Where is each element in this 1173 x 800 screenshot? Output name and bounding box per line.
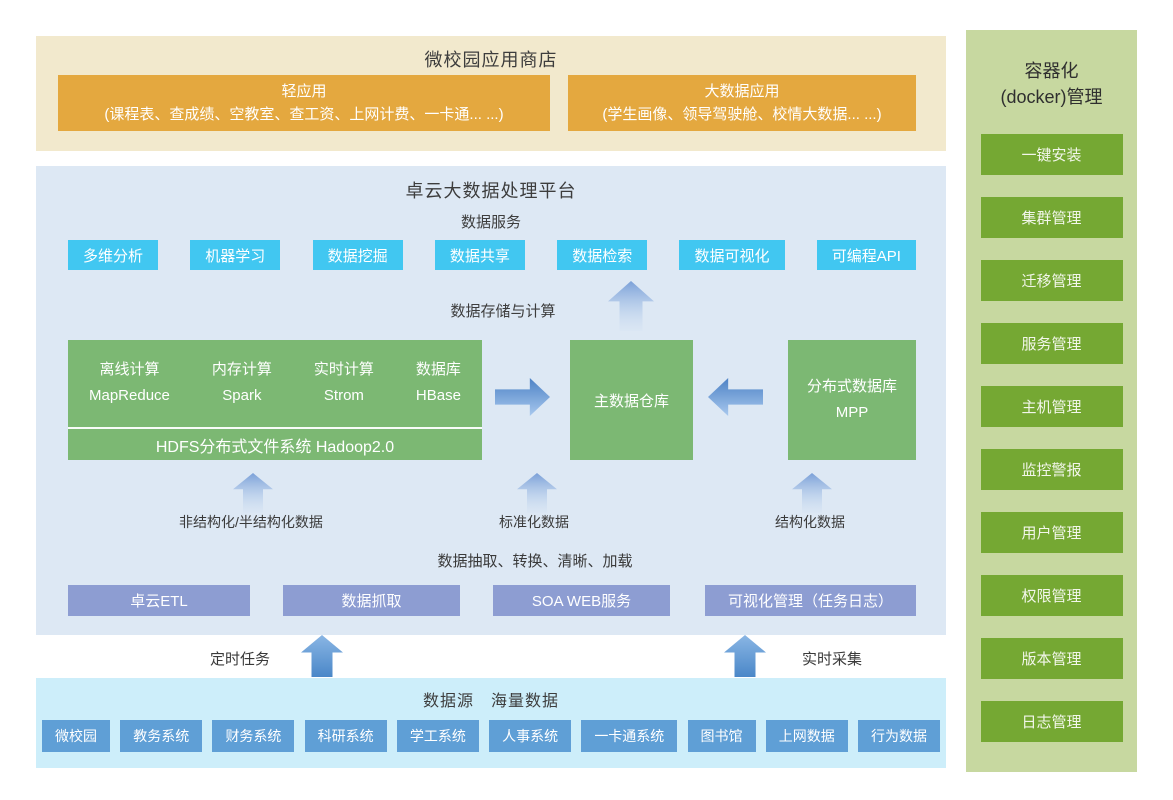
hdfs-label: HDFS分布式文件系统 Hadoop2.0 xyxy=(68,427,482,460)
hadoop-col-offline: 离线计算 MapReduce xyxy=(89,360,170,404)
service-box: 数据可视化 xyxy=(679,240,785,270)
service-box: 数据共享 xyxy=(434,240,525,270)
bigdata-app-title: 大数据应用 xyxy=(704,83,780,100)
up-arrow-icon xyxy=(724,635,766,677)
source-box: 科研系统 xyxy=(304,720,387,752)
etl-tool-box: 卓云ETL xyxy=(68,585,250,616)
hadoop-col-memory: 内存计算 Spark xyxy=(211,360,272,404)
docker-items: 一键安装 集群管理 迁移管理 服务管理 主机管理 监控警报 用户管理 权限管理 … xyxy=(980,134,1123,742)
app-store-panel: 微校园应用商店 轻应用 (课程表、查成绩、空教室、查工资、上网计费、一卡通...… xyxy=(36,36,946,151)
platform-panel: 卓云大数据处理平台 数据服务 多维分析 机器学习 数据挖掘 数据共享 数据检索 … xyxy=(36,166,946,635)
source-box: 上网数据 xyxy=(765,720,848,752)
source-box: 一卡通系统 xyxy=(581,720,678,752)
source-box: 教务系统 xyxy=(120,720,203,752)
etl-tool-box: 可视化管理（任务日志） xyxy=(705,585,916,616)
platform-title: 卓云大数据处理平台 xyxy=(405,181,577,201)
hadoop-columns: 离线计算 MapReduce 内存计算 Spark 实时计算 Strom 数据库… xyxy=(68,340,482,425)
service-box: 可编程API xyxy=(816,240,916,270)
docker-feature-box: 主机管理 xyxy=(980,386,1123,427)
data-sources-panel: 数据源 海量数据 微校园 教务系统 财务系统 科研系统 学工系统 人事系统 一卡… xyxy=(36,678,946,768)
docker-feature-box: 监控警报 xyxy=(980,449,1123,490)
docker-feature-box: 迁移管理 xyxy=(980,260,1123,301)
storage-compute-label: 数据存储与计算 xyxy=(450,303,556,320)
docker-panel-title: 容器化 (docker)管理 xyxy=(1000,61,1103,107)
light-app-box: 轻应用 (课程表、查成绩、空教室、查工资、上网计费、一卡通... ...) xyxy=(58,75,550,131)
app-store-title: 微校园应用商店 xyxy=(424,50,558,70)
docker-feature-box: 服务管理 xyxy=(980,323,1123,364)
source-box: 学工系统 xyxy=(396,720,479,752)
service-box: 数据挖掘 xyxy=(312,240,403,270)
up-arrow-icon xyxy=(301,635,343,677)
realtime-collect-label: 实时采集 xyxy=(801,651,862,668)
up-arrow-icon xyxy=(792,473,832,513)
hadoop-col-database: 数据库 HBase xyxy=(415,360,461,404)
source-box: 人事系统 xyxy=(489,720,572,752)
hadoop-cluster-box: 离线计算 MapReduce 内存计算 Spark 实时计算 Strom 数据库… xyxy=(68,340,482,460)
service-box: 多维分析 xyxy=(68,240,159,270)
bigdata-app-desc: (学生画像、领导驾驶舱、校情大数据... ...) xyxy=(602,106,882,123)
service-row: 多维分析 机器学习 数据挖掘 数据共享 数据检索 数据可视化 可编程API xyxy=(68,240,916,270)
light-app-title: 轻应用 xyxy=(281,83,327,100)
source-box: 财务系统 xyxy=(212,720,295,752)
source-box: 行为数据 xyxy=(857,720,940,752)
flow-label-structured: 结构化数据 xyxy=(775,514,845,530)
mpp-box: 分布式数据库 MPP xyxy=(788,340,916,460)
docker-feature-box: 版本管理 xyxy=(980,638,1123,679)
up-arrow-icon xyxy=(608,281,654,331)
etl-tool-box: SOA WEB服务 xyxy=(493,585,670,616)
left-arrow-icon xyxy=(708,378,763,416)
source-box: 微校园 xyxy=(42,720,110,752)
bigdata-app-box: 大数据应用 (学生画像、领导驾驶舱、校情大数据... ...) xyxy=(568,75,916,131)
hadoop-col-realtime: 实时计算 Strom xyxy=(313,360,374,404)
light-app-desc: (课程表、查成绩、空教室、查工资、上网计费、一卡通... ...) xyxy=(104,106,504,123)
docker-feature-box: 用户管理 xyxy=(980,512,1123,553)
up-arrow-icon xyxy=(233,473,273,513)
service-box: 数据检索 xyxy=(557,240,648,270)
etl-tool-box: 数据抓取 xyxy=(283,585,460,616)
main-warehouse-box: 主数据仓库 xyxy=(570,340,693,460)
data-service-label: 数据服务 xyxy=(460,214,521,231)
docker-feature-box: 权限管理 xyxy=(980,575,1123,616)
up-arrow-icon xyxy=(517,473,557,513)
flow-label-standardized: 标准化数据 xyxy=(499,514,569,530)
right-arrow-icon xyxy=(495,378,550,416)
scheduled-task-label: 定时任务 xyxy=(209,651,270,668)
etl-process-label: 数据抽取、转换、清晰、加载 xyxy=(437,553,633,570)
service-box: 机器学习 xyxy=(190,240,281,270)
docker-feature-box: 日志管理 xyxy=(980,701,1123,742)
docker-feature-box: 一键安装 xyxy=(980,134,1123,175)
flow-label-unstructured: 非结构化/半结构化数据 xyxy=(179,514,323,530)
source-box: 图书馆 xyxy=(687,720,756,752)
data-sources-title: 数据源 海量数据 xyxy=(422,693,559,710)
source-row: 微校园 教务系统 财务系统 科研系统 学工系统 人事系统 一卡通系统 图书馆 上… xyxy=(42,720,940,752)
docker-panel: 容器化 (docker)管理 一键安装 集群管理 迁移管理 服务管理 主机管理 … xyxy=(966,30,1137,772)
docker-feature-box: 集群管理 xyxy=(980,197,1123,238)
